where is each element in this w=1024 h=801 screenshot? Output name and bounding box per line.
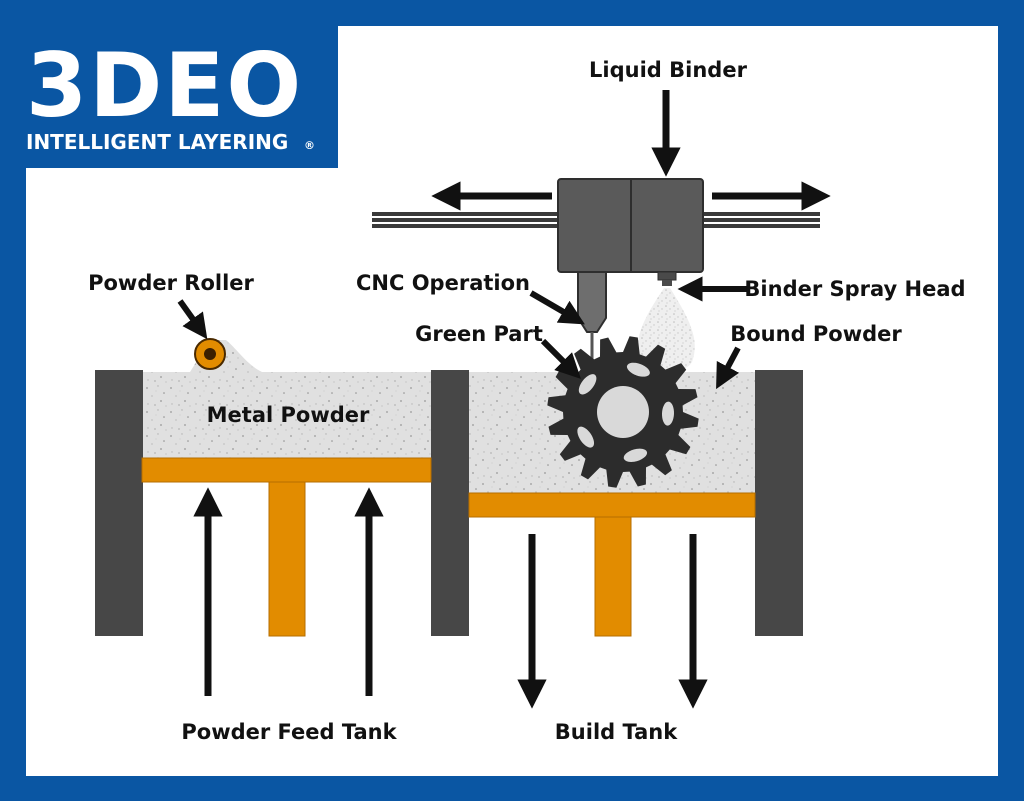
gear-lightening-hole <box>661 401 675 426</box>
arrows <box>177 90 831 709</box>
gear-hub-hole <box>597 386 649 438</box>
tank-center-wall <box>431 370 469 636</box>
bound-powder-arrow <box>716 346 741 390</box>
logo-registered-mark: ® <box>304 139 315 152</box>
logo-tagline: INTELLIGENT LAYERING <box>26 130 288 154</box>
logo-brand: 3DEO <box>26 34 303 137</box>
build-tank-label: Build Tank <box>555 720 678 744</box>
binder-spray-head-label: Binder Spray Head <box>744 277 965 301</box>
feed-tank-powder <box>142 340 432 458</box>
green-part-gear <box>547 336 699 488</box>
feed-tank-piston <box>141 457 432 637</box>
build-tank-right-wall <box>755 370 803 636</box>
cnc-operation-arrow <box>529 290 585 325</box>
build-tank-piston <box>468 492 756 637</box>
powder-roller <box>194 338 226 370</box>
metal-powder-label: Metal Powder <box>207 403 370 427</box>
powder-roller-arrow <box>177 299 208 340</box>
bound-powder-label: Bound Powder <box>730 322 902 346</box>
gear-lightening-hole <box>626 362 650 377</box>
gear-lightening-hole <box>623 448 648 462</box>
liquid-binder-label: Liquid Binder <box>589 58 748 82</box>
logo-background <box>0 0 338 168</box>
gear-lightening-hole <box>578 374 597 395</box>
gear-lightening-hole <box>577 426 595 448</box>
powder-roller-label: Powder Roller <box>88 271 254 295</box>
green-part-arrow <box>540 338 581 379</box>
logo: 3DEO INTELLIGENT LAYERING ® <box>0 0 338 168</box>
cnc-operation-label: CNC Operation <box>356 271 530 295</box>
green-part-label: Green Part <box>415 322 543 346</box>
feed-tank-left-wall <box>95 370 143 636</box>
powder-feed-tank-label: Powder Feed Tank <box>181 720 397 744</box>
